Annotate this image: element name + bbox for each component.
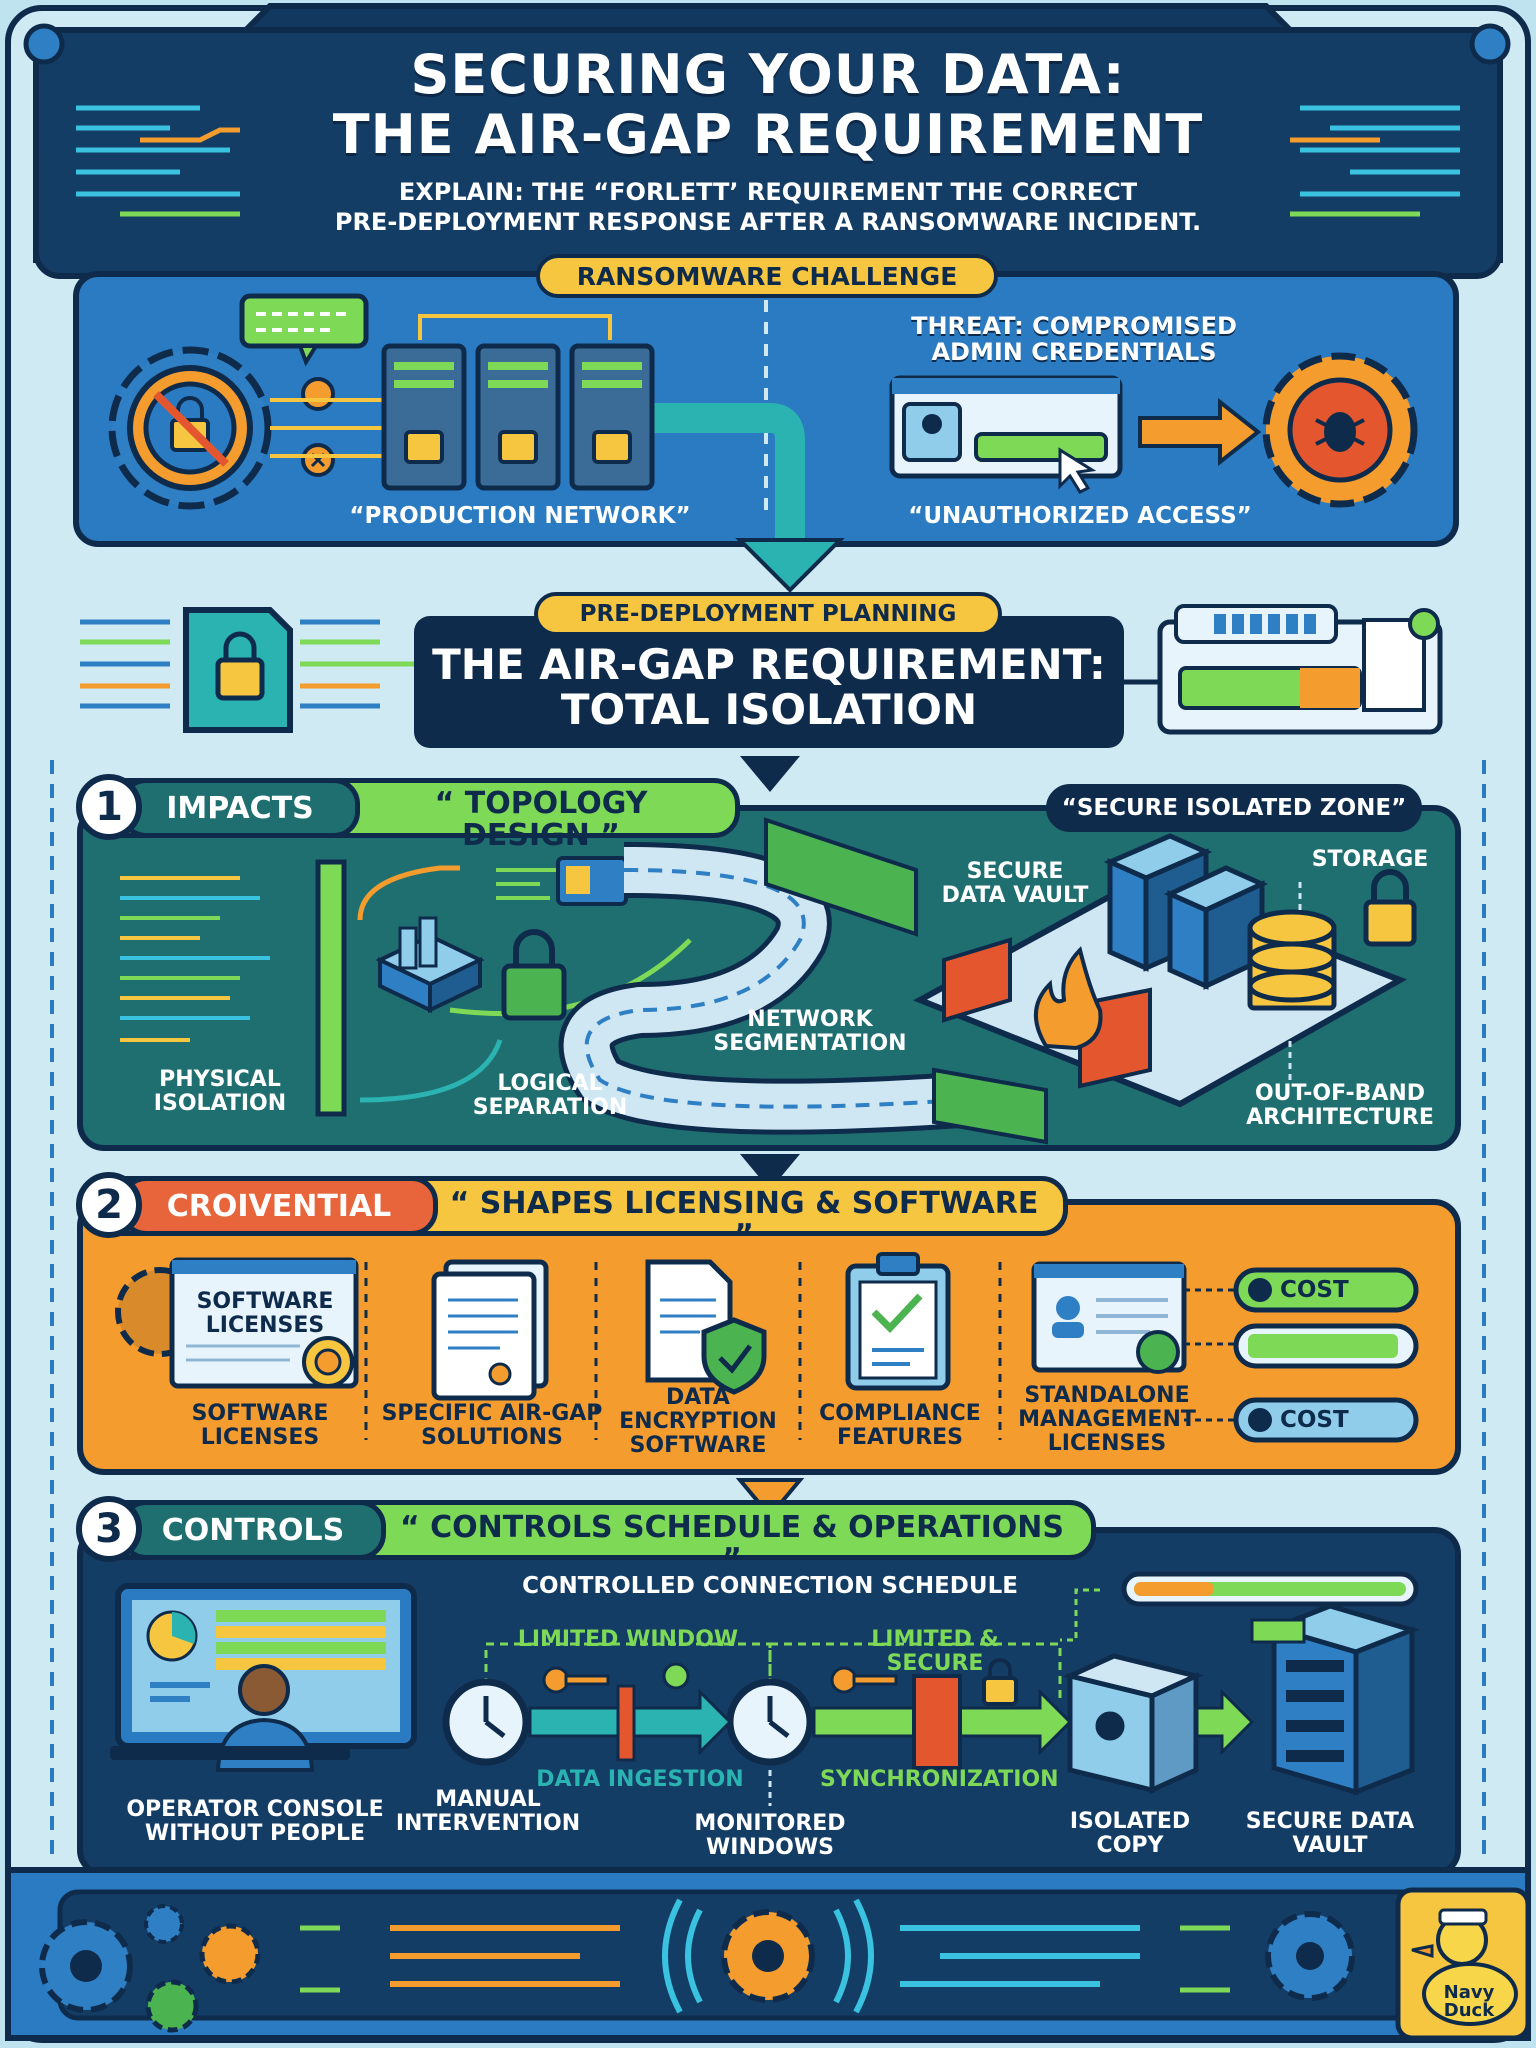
license-card-text: SOFTWARE LICENSES xyxy=(196,1289,334,1338)
page-subtitle-line1: EXPLAIN: THE “FORLETT’ REQUIREMENT THE C… xyxy=(398,178,1138,206)
cost-label-1: COST xyxy=(1280,1277,1349,1303)
threat-label: THREAT: COMPROMISED ADMIN CREDENTIALS xyxy=(911,312,1237,366)
limited-secure-label: LIMITED & SECURE xyxy=(871,1627,999,1676)
section3-label: CONTROLS xyxy=(120,1500,386,1560)
secure-vault-label: SECURE DATA VAULT xyxy=(1245,1809,1415,1858)
licensing-item-1: SOFTWARE LICENSES xyxy=(191,1401,329,1450)
operator-console-label: OPERATOR CONSOLE WITHOUT PEOPLE xyxy=(126,1797,384,1846)
mascot-label: Navy Duck xyxy=(1443,1982,1495,2021)
page-title-line1: SECURING YOUR DATA: xyxy=(410,43,1126,106)
storage-label: STORAGE xyxy=(1311,847,1429,872)
licensing-item-2: SPECIFIC AIR-GAP SOLUTIONS xyxy=(381,1401,603,1450)
limited-window-label: LIMITED WINDOW xyxy=(517,1627,739,1652)
data-ingestion-label: DATA INGESTION xyxy=(536,1767,744,1792)
isolated-copy-label: ISOLATED COPY xyxy=(1069,1809,1191,1858)
manual-intervention-label: MANUAL INTERVENTION xyxy=(395,1787,581,1836)
section2-label: CROIVENTIAL xyxy=(120,1176,438,1236)
connection-schedule-label: CONTROLLED CONNECTION SCHEDULE xyxy=(522,1573,1018,1599)
licensing-item-3: DATA ENCRYPTION SOFTWARE xyxy=(619,1385,777,1458)
planning-badge: PRE-DEPLOYMENT PLANNING xyxy=(534,592,1002,636)
logical-separation-label: LOGICAL SEPARATION xyxy=(472,1071,628,1120)
section3-number: 3 xyxy=(76,1496,142,1562)
page-title-line2: THE AIR-GAP REQUIREMENT xyxy=(332,103,1204,166)
page-subtitle-line2: PRE-DEPLOYMENT RESPONSE AFTER A RANSOMWA… xyxy=(334,208,1202,236)
production-network-label: “PRODUCTION NETWORK” xyxy=(349,503,691,529)
licensing-item-5: STANDALONE MANAGEMENT LICENSES xyxy=(1018,1383,1196,1456)
monitored-windows-label: MONITORED WINDOWS xyxy=(694,1811,846,1860)
planning-title: THE AIR-GAP REQUIREMENT: TOTAL ISOLATION xyxy=(432,640,1106,735)
section1-number: 1 xyxy=(76,774,142,840)
secure-data-vault-label: SECURE DATA VAULT xyxy=(941,859,1089,908)
challenge-badge: RANSOMWARE CHALLENGE xyxy=(536,254,998,298)
section2-number: 2 xyxy=(76,1172,142,1238)
section2-heading: “ SHAPES LICENSING & SOFTWARE ” xyxy=(449,1186,1039,1254)
section1-label: IMPACTS xyxy=(120,778,360,838)
unauthorized-access-label: “UNAUTHORIZED ACCESS” xyxy=(908,503,1252,529)
secure-zone-tag: “SECURE ISOLATED ZONE” xyxy=(1046,784,1422,832)
out-of-band-label: OUT-OF-BAND ARCHITECTURE xyxy=(1246,1081,1434,1130)
physical-isolation-label: PHYSICAL ISOLATION xyxy=(153,1067,287,1116)
section3-heading: “ CONTROLS SCHEDULE & OPERATIONS ” xyxy=(400,1510,1064,1578)
synchronization-label: SYNCHRONIZATION xyxy=(820,1767,1059,1792)
network-segmentation-label: NETWORK SEGMENTATION xyxy=(713,1007,907,1056)
licensing-item-4: COMPLIANCE FEATURES xyxy=(819,1401,981,1450)
section1-heading: “ TOPOLOGY DESIGN ” xyxy=(434,786,648,854)
cost-label-2: COST xyxy=(1280,1407,1349,1433)
